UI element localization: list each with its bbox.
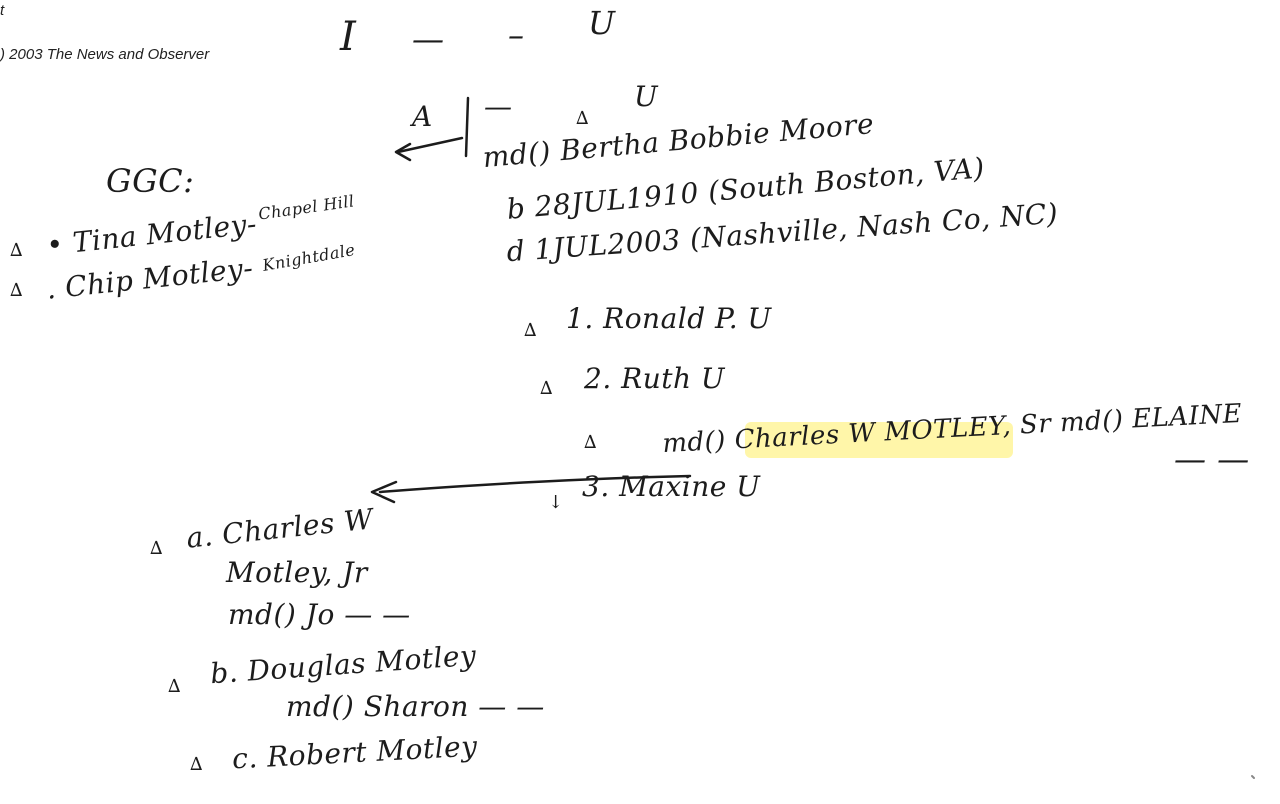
- mark-i: I: [340, 14, 357, 60]
- ggc-heading: GGC:: [106, 162, 195, 200]
- ggc-marker-1: ∆: [10, 240, 24, 261]
- elaine-dash: — —: [1174, 440, 1250, 478]
- child-3: 3. Maxine U: [582, 470, 761, 503]
- ggc-item-1-place: Chapel Hill: [257, 191, 356, 224]
- mark-u-top: U: [588, 4, 616, 42]
- grandchild-marker-c: ∆: [190, 754, 204, 775]
- child-marker-1: ∆: [524, 320, 538, 341]
- grandchild-c-line1: c. Robert Motley: [231, 729, 479, 776]
- arrow-left-stroke: [396, 136, 464, 154]
- grandchild-a-line2: Motley, Jr: [226, 556, 368, 589]
- grandchild-b-line2: md() Sharon — —: [286, 690, 545, 723]
- ggc-marker-2: ∆: [10, 280, 24, 301]
- child-marker-2: ∆: [540, 378, 554, 399]
- mark-u-a: U: [634, 80, 659, 113]
- child-2: 2. Ruth U: [584, 362, 726, 395]
- child-1: 1. Ronald P. U: [566, 302, 772, 335]
- dot-mark: [1251, 775, 1255, 779]
- child-marker-3: ↓: [548, 492, 564, 513]
- copyright-line: ) 2003 The News and Observer: [0, 46, 210, 63]
- ggc-item-2: . Chip Motley-: [44, 251, 255, 306]
- ggc-item-2-place: Knightdale: [261, 240, 357, 275]
- header-fragment: t: [0, 2, 5, 19]
- vertical-bar-stroke: [464, 96, 470, 158]
- arrow-grandchildren-head: [370, 480, 398, 504]
- mark-a-dash: —: [484, 90, 513, 123]
- grandchild-marker-a: ∆: [150, 538, 164, 559]
- mark-dash-1: —: [412, 20, 445, 58]
- mark-dash-2: –: [508, 16, 525, 54]
- spouse-marker: ∆: [584, 432, 598, 453]
- mark-a: A: [412, 100, 433, 133]
- grandchild-b-line1: b. Douglas Motley: [209, 638, 478, 691]
- married-line: md() Bertha Bobbie Moore: [481, 106, 876, 175]
- arrow-left-head: [394, 142, 412, 162]
- highlight-motley: [745, 422, 1013, 458]
- grandchild-a-line1: a. Charles W: [184, 502, 375, 555]
- triangle-marker: ∆: [576, 108, 590, 129]
- grandchild-marker-b: ∆: [168, 676, 182, 697]
- grandchild-a-line3: md() Jo — —: [228, 598, 411, 631]
